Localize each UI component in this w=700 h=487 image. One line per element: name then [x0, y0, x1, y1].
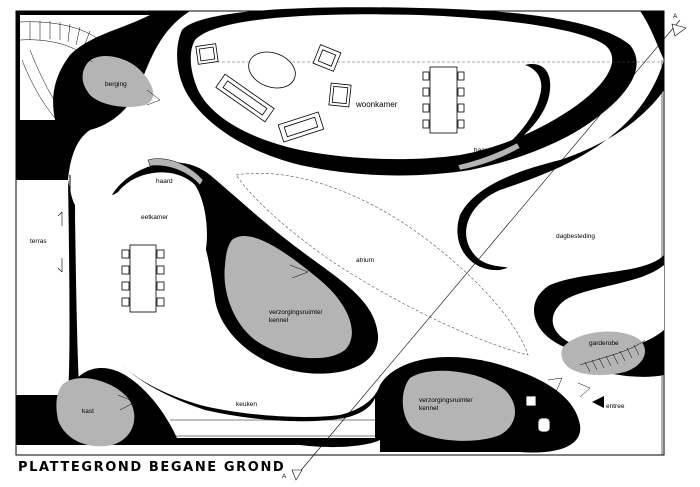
label-verzorging-1b: kennel: [269, 317, 289, 324]
wall-dagbesteding-north: [457, 60, 664, 271]
label-haard-eetkamer: haard: [156, 178, 173, 185]
label-dagbesteding: dagbesteding: [556, 233, 595, 240]
label-berging: berging: [105, 81, 127, 88]
label-verzorging-2b: kennel: [419, 405, 439, 412]
room-kast: [56, 378, 135, 447]
stair-garderobe: [579, 339, 646, 373]
section-arrow-south: [291, 469, 303, 481]
label-haard-woonkamer: haard: [474, 147, 491, 154]
door-swings: [117, 89, 591, 411]
label-verzorging-1a: verzorgingsruimte/: [269, 309, 323, 316]
fireplace-eetkamer: [147, 158, 204, 186]
room-verzorging-kennel-1: [224, 235, 352, 359]
label-atrium: atrium: [356, 257, 374, 264]
living-room-furniture: [195, 43, 465, 143]
label-woonkamer: woonkamer: [355, 100, 398, 109]
section-label-top: A: [673, 13, 678, 20]
section-arrow-north: [671, 23, 687, 37]
label-kast: kast: [82, 408, 94, 415]
eetkamer-wall-cutout: [118, 172, 207, 255]
room-verzorging-kennel-2: [402, 370, 516, 441]
label-eetkamer: eetkamer: [141, 214, 169, 221]
dining-table-set: [121, 244, 165, 313]
terrace-doors: [57, 211, 63, 273]
section-line: [296, 19, 681, 476]
atrium-outline: [235, 173, 529, 356]
label-terras: terras: [30, 238, 47, 245]
label-toilet: toilet: [542, 405, 556, 412]
entrance-arrow-icon: [592, 396, 604, 408]
label-entree: entree: [606, 403, 625, 410]
label-garderobe: garderobe: [589, 340, 619, 347]
plan-title: Plattegrond begane grond: [18, 460, 285, 475]
section-label-bottom: A: [282, 473, 287, 480]
dagbesteding-cutout: [552, 265, 664, 350]
room-berging: [82, 55, 154, 107]
label-keuken: keuken: [236, 401, 257, 408]
toilet-fixtures: [525, 395, 551, 433]
stair-void: [20, 15, 150, 120]
fireplace-woonkamer: [457, 142, 521, 171]
wall-living-room-arm: [490, 64, 551, 160]
wall-northeast-corner: [640, 11, 664, 60]
stair-northwest: [19, 21, 111, 119]
label-verzorging-2a: verzorgingsruimte/: [419, 397, 473, 404]
